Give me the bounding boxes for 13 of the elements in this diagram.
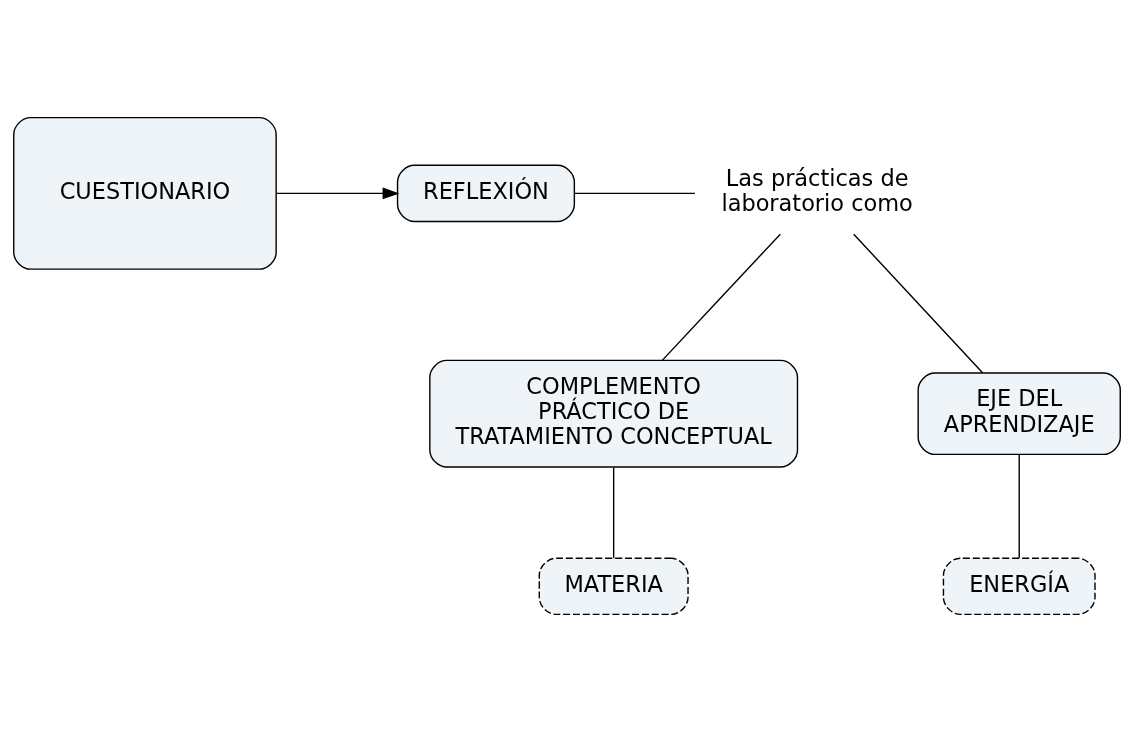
node-text: Las prácticas de laboratorio como — [721, 164, 913, 216]
node-box: CUESTIONARIO — [13, 116, 277, 270]
connector — [612, 466, 615, 559]
connector — [661, 233, 781, 361]
connector — [1018, 453, 1020, 559]
arrow — [276, 187, 400, 199]
node-box: EJE DEL APRENDIZAJE — [917, 371, 1121, 455]
node-box: ENERGÍA — [942, 557, 1096, 615]
node-box: COMPLEMENTO PRÁCTICO DE TRATAMIENTO CONCEPTUAL — [429, 359, 799, 468]
connector — [573, 192, 696, 194]
connector — [853, 233, 984, 374]
node-box: MATERIA — [538, 557, 689, 615]
node-box: REFLEXIÓN — [396, 164, 576, 222]
